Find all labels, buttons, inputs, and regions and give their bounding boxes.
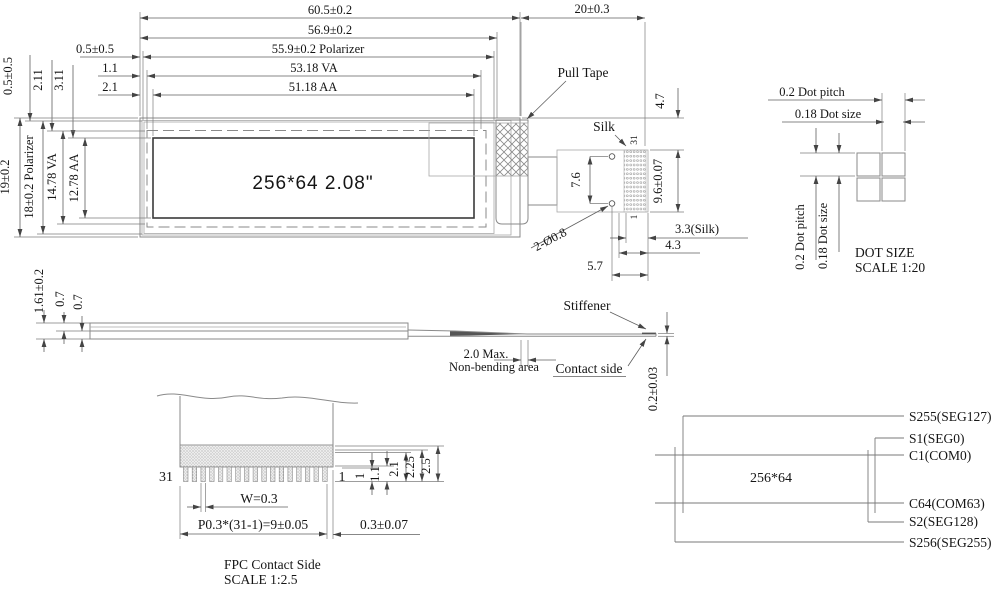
right-dimension-lines xyxy=(522,80,748,281)
dot-view-scale: SCALE 1:20 xyxy=(855,260,925,275)
dot-view-title: DOT SIZE xyxy=(855,245,914,260)
dim-1-61: 1.61±0.2 xyxy=(32,269,46,313)
fpc-dim-2-5: 2.5 xyxy=(419,458,433,474)
dim-51-18: 51.18 AA xyxy=(289,80,338,94)
stiffener-label: Stiffener xyxy=(564,298,611,313)
fpc-view-title: FPC Contact Side xyxy=(224,557,321,572)
dim-12-78: 12.78 AA xyxy=(67,154,81,203)
hole-top xyxy=(608,153,616,160)
fpc-view-scale: SCALE 1:2.5 xyxy=(224,572,298,587)
contact-teeth xyxy=(183,466,328,482)
fpc-pin-31: 31 xyxy=(159,470,173,485)
pin-label-c1: C1(COM0) xyxy=(909,448,971,463)
fpc-tail-outline xyxy=(556,149,649,213)
dim-18: 18±0.2 Polarizer xyxy=(22,135,36,219)
dim-56-9: 56.9±0.2 xyxy=(308,23,352,37)
dim-4-7: 4.7 xyxy=(653,93,667,109)
fpc-dim-1: 1 xyxy=(353,473,367,479)
break-line xyxy=(156,393,359,404)
contact-band xyxy=(179,444,334,468)
holes-callout: 2-Ø0.8 xyxy=(531,225,569,254)
dim-60-5: 60.5±0.2 xyxy=(308,3,352,17)
fpc-pin-1: 1 xyxy=(339,470,346,485)
dim-5-7: 5.7 xyxy=(587,259,603,273)
dim-55-9: 55.9±0.2 Polarizer xyxy=(272,42,365,56)
left-offset-dimension-lines xyxy=(25,55,151,139)
pin-label-s1: S1(SEG0) xyxy=(909,431,965,446)
glass-outline xyxy=(139,117,521,238)
silk-pad xyxy=(623,149,647,213)
fpc-dim-pitch: P0.3*(31-1)=9±0.05 xyxy=(198,517,309,532)
side-fpc-top xyxy=(407,329,656,335)
side-dimension-lines xyxy=(36,310,674,377)
dim-3-3-silk: 3.3(Silk) xyxy=(675,222,719,236)
dim-2-11: 2.11 xyxy=(31,69,45,90)
dim-9-6: 9.6±0.07 xyxy=(651,159,665,203)
dim-0-5-top: 0.5±0.5 xyxy=(1,57,15,95)
main-top-view: 256*64 2.08" xyxy=(0,2,748,281)
dim-53-18: 53.18 VA xyxy=(290,61,337,75)
fpc-dim-1-1: 1.1 xyxy=(368,466,382,482)
polarizer-outline xyxy=(143,121,495,234)
va-outline xyxy=(146,130,487,228)
active-area-outline xyxy=(152,137,475,219)
pin-label-s2: S2(SEG128) xyxy=(909,514,978,529)
pin-label-c64: C64(COM63) xyxy=(909,496,985,511)
pull-tape-outline xyxy=(428,122,529,177)
dim-19: 19±0.2 xyxy=(0,160,12,195)
fpc-contact-view: 31 1 1 1.1 2.1 2.25 2.5 W=0.3 P0.3*(31-1… xyxy=(156,393,444,587)
fpc-fold-hatch xyxy=(495,119,529,225)
dim-20: 20±0.3 xyxy=(575,2,610,16)
silk-pin-1: 1 xyxy=(630,214,640,219)
pin-map-lines xyxy=(655,415,904,543)
pin-label-s255: S255(SEG127) xyxy=(909,409,992,424)
dim-7-6: 7.6 xyxy=(569,172,583,188)
dot-pitch-top: 0.2 Dot pitch xyxy=(779,85,845,99)
dim-2-1: 2.1 xyxy=(102,80,118,94)
fpc-dim-2-25: 2.25 xyxy=(403,456,417,478)
pull-tape-label: Pull Tape xyxy=(558,65,609,80)
side-tape-wedge xyxy=(450,331,527,336)
pull-tape-crosshatch xyxy=(496,123,528,176)
left-dimension-lines xyxy=(14,117,151,238)
top-dimension-lines xyxy=(80,12,646,146)
dot-dimension-lines xyxy=(768,93,925,260)
pin-map-display-label: 256*64 xyxy=(750,471,792,486)
glass-inner-outline xyxy=(141,120,512,236)
dim-4-3: 4.3 xyxy=(665,238,681,252)
dim-0-7-bottom: 0.7 xyxy=(71,294,85,310)
dim-14-78: 14.78 VA xyxy=(45,153,59,200)
silk-pin-31: 31 xyxy=(630,135,640,145)
dim-1-1: 1.1 xyxy=(102,61,118,75)
fpc-tab-hatch xyxy=(527,156,558,206)
dim-0-7-top: 0.7 xyxy=(53,291,67,307)
dot-size-top: 0.18 Dot size xyxy=(795,107,862,121)
dot-size-view: 0.2 Dot pitch 0.18 Dot size 0.2 Dot pitc… xyxy=(768,85,925,275)
fpc-dim-0-3: 0.3±0.07 xyxy=(360,517,408,532)
side-view: 1.61±0.2 0.7 0.7 Stiffener Contact side … xyxy=(32,269,674,411)
dim-3-11: 3.11 xyxy=(52,69,66,90)
contact-side-label: Contact side xyxy=(555,361,622,376)
non-bending-line1: 2.0 Max. xyxy=(464,347,509,361)
hole-bottom xyxy=(608,200,616,207)
display-size-label: 256*64 2.08" xyxy=(252,173,373,194)
fpc-dim-w: W=0.3 xyxy=(240,491,277,506)
dot-squares xyxy=(856,152,906,202)
silk-label: Silk xyxy=(593,119,615,134)
dim-0-2: 0.2±0.03 xyxy=(646,367,660,411)
fpc-dim-2-1: 2.1 xyxy=(387,461,401,477)
fpc-dimension-lines xyxy=(179,445,444,539)
dim-0-5-left: 0.5±0.5 xyxy=(76,42,114,56)
pin-label-s256: S256(SEG255) xyxy=(909,535,992,550)
dot-pitch-left: 0.2 Dot pitch xyxy=(793,203,807,269)
dot-size-left: 0.18 Dot size xyxy=(816,202,830,269)
non-bending-line2: Non-bending area xyxy=(449,360,539,374)
pin-map-view: 256*64 S255(SEG127) S1(SEG0) C1(COM0) C6… xyxy=(655,409,992,550)
